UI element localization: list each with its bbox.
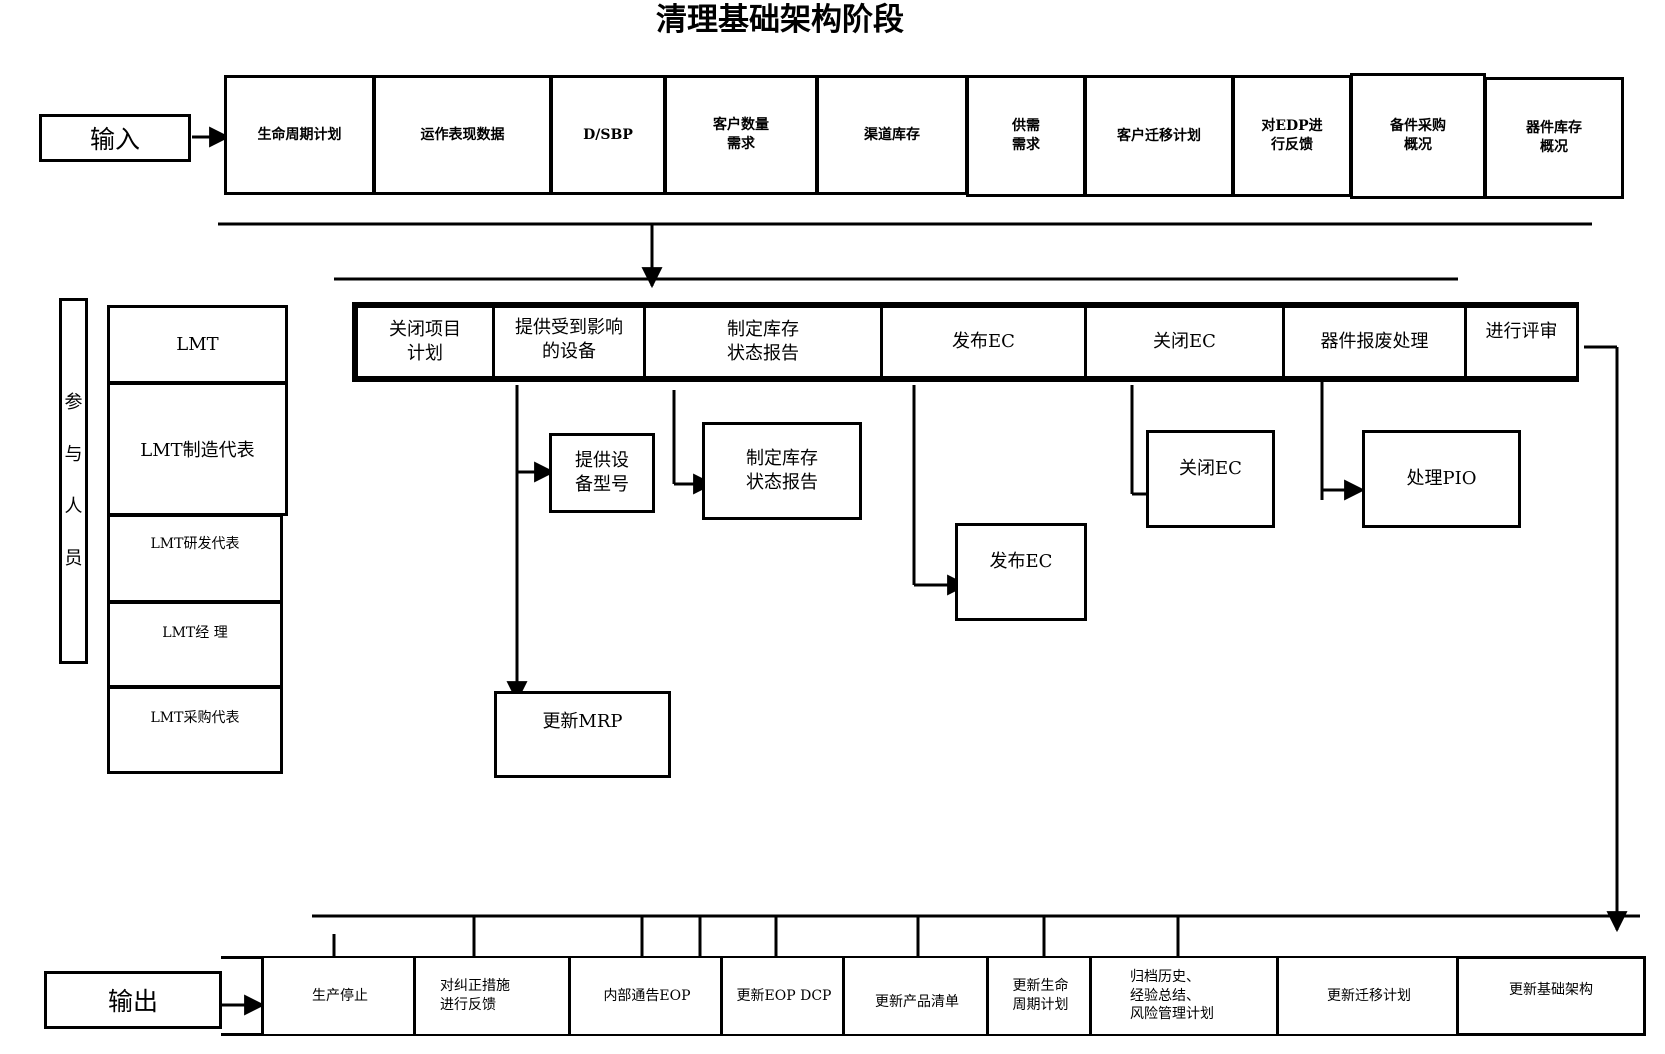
- participant-text: LMT: [176, 334, 219, 355]
- step-text: 提供受到影响 的设备: [515, 317, 623, 363]
- output-text: 归档历史、 经验总结、 风险管理计划: [1130, 968, 1214, 1023]
- output-label: 输出: [107, 987, 158, 1016]
- output-item: 更新EOP DCP: [720, 958, 845, 1034]
- participant-item: LMT研发代表: [107, 514, 283, 603]
- step-text: 关闭项目 计划: [389, 318, 461, 364]
- input-text: 器件库存 概况: [1526, 120, 1582, 155]
- outputs-row: [221, 956, 1646, 1036]
- input-item: 生命周期计划: [224, 75, 375, 195]
- input-item: 供需 需求: [966, 75, 1086, 197]
- output-text: 更新EOP DCP: [736, 987, 832, 1004]
- output-item: 更新生命 周期计划: [986, 958, 1092, 1034]
- output-text: 对纠正措施 进行反馈: [440, 978, 510, 1013]
- participant-text: LMT采购代表: [150, 710, 240, 726]
- output-text: 更新生命 周期计划: [1012, 978, 1069, 1013]
- participant-item: LMT采购代表: [107, 686, 283, 774]
- step-item: 提供受到影响 的设备: [492, 305, 646, 379]
- input-text: 客户数量 需求: [713, 117, 769, 152]
- step-text: 发布EC: [952, 331, 1015, 352]
- output-item: 内部通告EOP: [568, 958, 723, 1034]
- step-item: 关闭EC: [1084, 305, 1285, 379]
- input-label-box: 输入: [39, 114, 191, 162]
- output-item: 对纠正措施 进行反馈: [413, 958, 571, 1034]
- participant-text: LMT制造代表: [140, 440, 255, 461]
- output-item: 生产停止: [261, 958, 416, 1034]
- input-text: 对EDP进 行反馈: [1261, 118, 1323, 153]
- input-text: 运作表现数据: [420, 126, 505, 143]
- step-text: 关闭EC: [1153, 330, 1216, 352]
- step-item: 进行评审: [1464, 305, 1579, 379]
- output-item: 更新产品清单: [842, 958, 989, 1034]
- output-text: 内部通告EOP: [603, 987, 691, 1004]
- participant-item: LMT: [107, 305, 288, 384]
- participants-label-box: 参 与 人 员: [59, 298, 88, 664]
- step-item: 制定库存 状态报告: [643, 305, 883, 379]
- output-text: 更新迁移计划: [1327, 987, 1411, 1004]
- step-text: 器件报废处理: [1320, 330, 1429, 352]
- input-text: 备件采购 概况: [1390, 118, 1446, 153]
- release-ec-text: 发布EC: [989, 551, 1053, 572]
- update-mrp-text: 更新MRP: [542, 711, 623, 732]
- device-model-box: 提供设 备型号: [549, 433, 655, 513]
- step-text: 进行评审: [1485, 321, 1558, 342]
- input-text: 供需 需求: [1012, 118, 1040, 153]
- input-text: D/SBP: [583, 126, 633, 143]
- output-text: 生产停止: [312, 987, 368, 1004]
- output-label-box: 输出: [44, 971, 222, 1029]
- inventory-report-box: 制定库存 状态报告: [702, 422, 862, 520]
- input-text: 客户迁移计划: [1117, 127, 1201, 144]
- input-text: 渠道库存: [864, 126, 920, 143]
- input-item: 备件采购 概况: [1350, 73, 1486, 199]
- participants-label: 参 与 人 员: [64, 391, 83, 570]
- input-item: 客户迁移计划: [1084, 75, 1234, 197]
- input-item: 器件库存 概况: [1484, 77, 1624, 199]
- handle-pio-box: 处理PIO: [1362, 430, 1521, 528]
- close-ec-box: 关闭EC: [1146, 430, 1275, 528]
- step-item: 发布EC: [880, 305, 1087, 379]
- device-model-text: 提供设 备型号: [575, 449, 629, 495]
- input-item: D/SBP: [550, 75, 666, 195]
- step-text: 制定库存 状态报告: [727, 318, 799, 364]
- inventory-report-text: 制定库存 状态报告: [746, 447, 818, 493]
- participant-item: LMT制造代表: [107, 382, 288, 516]
- input-label: 输入: [89, 125, 140, 154]
- step-item: 器件报废处理: [1282, 305, 1467, 379]
- input-item: 渠道库存: [816, 75, 968, 195]
- update-mrp-box: 更新MRP: [494, 691, 671, 778]
- input-item: 运作表现数据: [373, 75, 552, 195]
- diagram-title: 清理基础架构阶段: [656, 2, 904, 38]
- step-item: 关闭项目 计划: [355, 305, 495, 379]
- input-item: 对EDP进 行反馈: [1232, 75, 1352, 197]
- input-item: 客户数量 需求: [664, 75, 818, 195]
- output-text: 更新产品清单: [875, 993, 959, 1010]
- output-text: 更新基础架构: [1509, 982, 1593, 998]
- participant-text: LMT经 理: [162, 625, 228, 641]
- output-item: 更新迁移计划: [1276, 958, 1459, 1034]
- handle-pio-text: 处理PIO: [1406, 467, 1477, 489]
- output-item: 更新基础架构: [1456, 956, 1646, 1036]
- release-ec-box: 发布EC: [955, 523, 1087, 621]
- participant-text: LMT研发代表: [150, 536, 240, 552]
- input-text: 生命周期计划: [257, 126, 342, 143]
- participant-item: LMT经 理: [107, 601, 283, 688]
- output-item: 归档历史、 经验总结、 风险管理计划: [1089, 958, 1279, 1034]
- close-ec-text: 关闭EC: [1179, 458, 1242, 479]
